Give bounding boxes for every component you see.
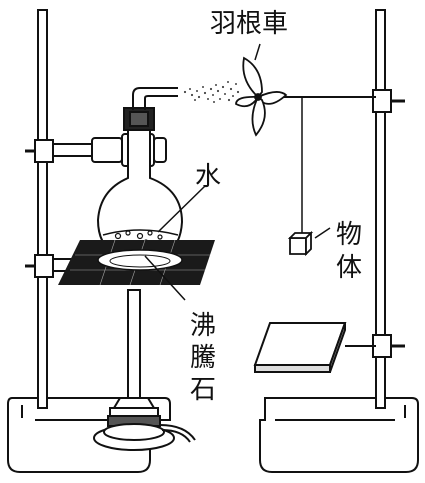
label-object-1: 物 xyxy=(336,220,362,250)
label-boiling-chips-1: 沸 xyxy=(190,311,216,341)
pinwheel xyxy=(235,56,288,137)
platform xyxy=(253,322,376,373)
glass-tube xyxy=(132,87,178,110)
upper-clamp xyxy=(34,139,54,163)
leader-pinwheel xyxy=(254,43,261,61)
left-stand-rod xyxy=(37,9,48,409)
leader-boiling-chips xyxy=(144,255,186,301)
lower-clamp xyxy=(34,254,54,278)
right-stand-rod xyxy=(375,9,386,409)
leader-lines xyxy=(144,43,331,301)
label-pinwheel: 羽根車 xyxy=(210,9,288,39)
label-boiling-chips-2: 騰 xyxy=(190,343,216,373)
right-stand-base xyxy=(259,397,419,473)
gas-burner xyxy=(93,289,196,451)
leader-water xyxy=(157,185,206,233)
leader-object xyxy=(314,227,331,239)
steam-spray xyxy=(183,81,241,103)
water-surface xyxy=(102,229,179,236)
label-object-2: 体 xyxy=(336,253,362,283)
right-stand xyxy=(259,9,419,473)
hanging-object xyxy=(287,230,314,257)
label-boiling-chips-3: 石 xyxy=(190,375,216,405)
label-water: 水 xyxy=(195,162,221,192)
stopper xyxy=(123,107,155,131)
wire-gauze xyxy=(58,239,215,286)
